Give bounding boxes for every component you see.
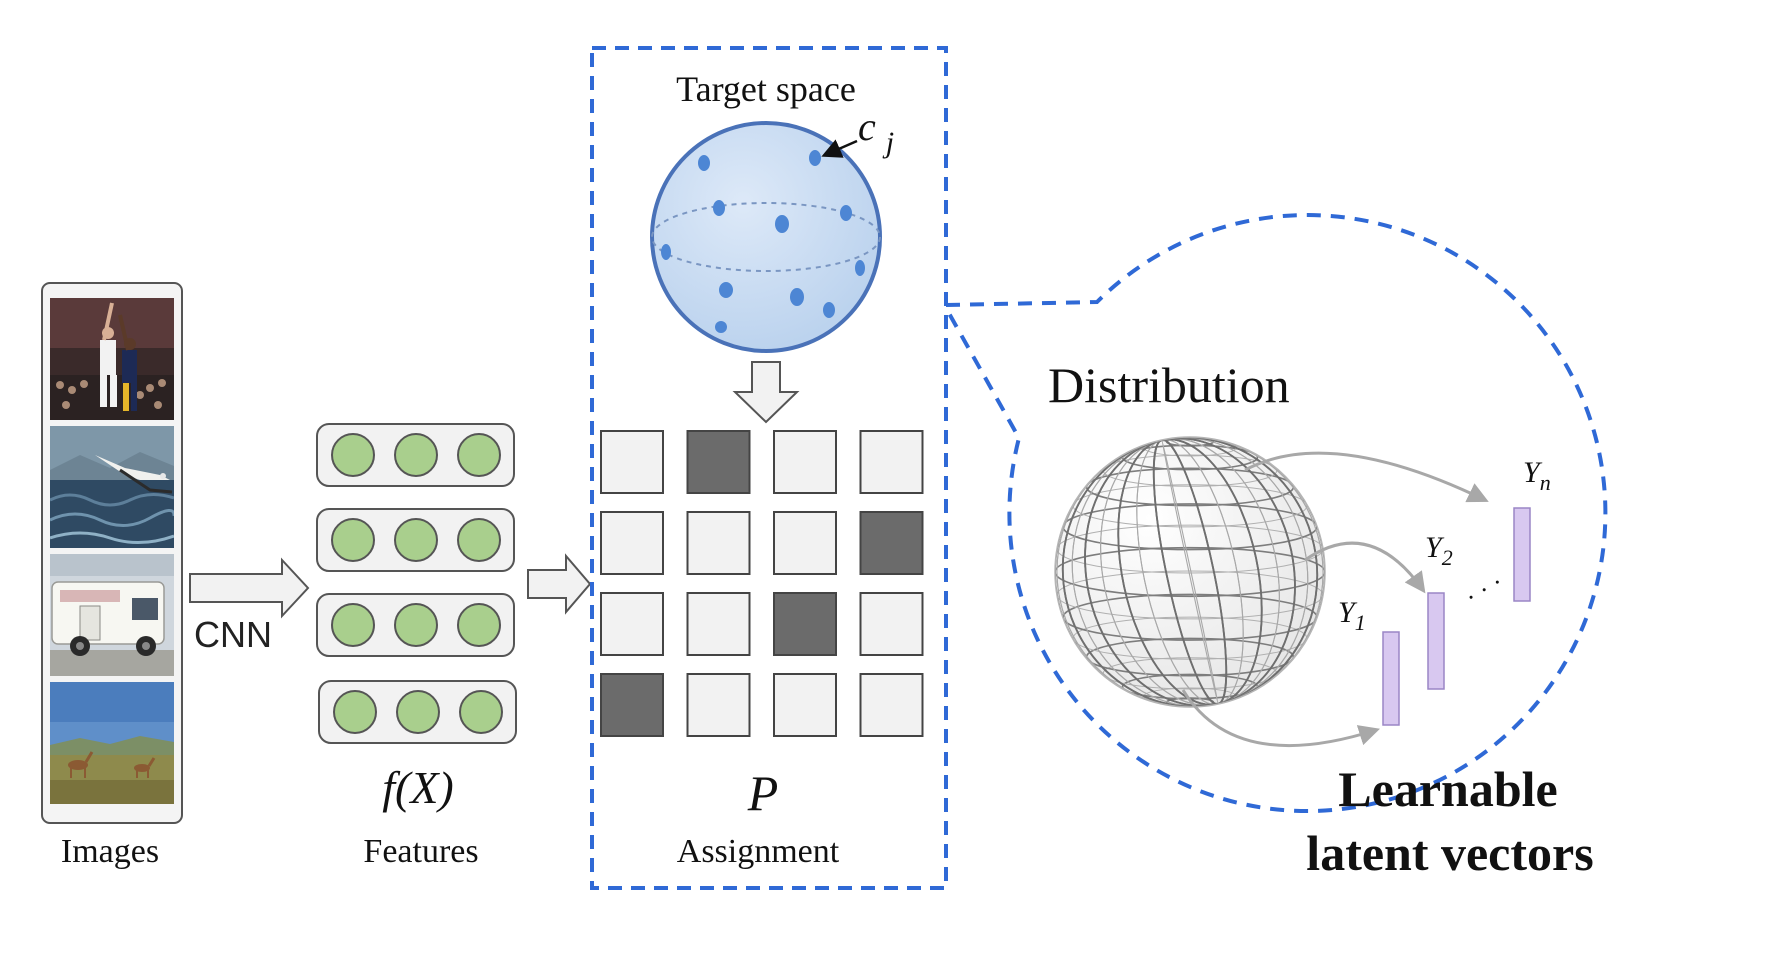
globe-latitude-line [1055, 546, 1325, 598]
wireframe-globe [1054, 436, 1326, 708]
matrix-cell-assigned [859, 511, 924, 575]
feature-node [331, 603, 375, 647]
thumbnail-camper-van [50, 554, 174, 676]
arrow-to-y2 [1304, 541, 1426, 594]
sphere-to-matrix-arrow [732, 361, 800, 424]
matrix-cell-empty [859, 673, 924, 737]
target-space-label: Target space [676, 69, 856, 109]
matrix-cell-assigned [773, 592, 837, 656]
target-sphere [650, 121, 882, 353]
distribution-title: Distribution [1048, 357, 1290, 413]
vector-y1-bar [1382, 631, 1400, 726]
cnn-arrow: CNN [189, 557, 310, 655]
matrix-cell-empty [686, 511, 751, 575]
feature-node [394, 433, 438, 477]
features-panel: f(X) Features [316, 423, 517, 870]
cnn-label: CNN [194, 614, 272, 655]
vector-yn-label: Yn [1523, 456, 1551, 495]
matrix-cell-empty [859, 430, 924, 494]
thumbnail-basketball [50, 298, 174, 420]
thumbnail-deer [50, 682, 174, 804]
assignment-panel: Target space c j [590, 46, 948, 890]
matrix-cell-empty [600, 592, 664, 656]
matrix-cell-assigned [600, 673, 664, 737]
centroid-annotation: c j [821, 104, 894, 159]
matrix-cell-empty [686, 592, 751, 656]
feature-node [394, 603, 438, 647]
matrix-cell-assigned [686, 430, 751, 494]
centroid-subscript: j [882, 126, 894, 159]
matrix-cell-empty [773, 511, 837, 575]
vector-yn-bar [1513, 507, 1531, 602]
feature-node [459, 690, 503, 734]
matrix-cell-empty [773, 430, 837, 494]
caption-line-2: latent vectors [1306, 825, 1593, 881]
feature-node [331, 518, 375, 562]
vector-y2-label: Y2 [1425, 531, 1453, 570]
feature-row [316, 508, 515, 572]
vector-ellipsis: · · · [1460, 568, 1508, 613]
latent-vectors: Y1 Y2 Yn · · · [1338, 456, 1551, 726]
assignment-dashed-border [590, 46, 948, 890]
feature-node [457, 433, 501, 477]
feature-node [394, 518, 438, 562]
feature-node [396, 690, 440, 734]
features-math-label: f(X) [382, 762, 454, 813]
feature-row [316, 423, 515, 487]
assignment-matrix [600, 430, 924, 737]
features-to-assignment-arrow [527, 553, 592, 615]
feature-node [331, 433, 375, 477]
vector-y1-label: Y1 [1338, 596, 1366, 635]
cnn-arrow-shape [189, 557, 310, 619]
centroid-label: c j [858, 104, 894, 159]
arrow-to-yn [1244, 451, 1489, 503]
matrix-cell-empty [600, 511, 664, 575]
feature-node [333, 690, 377, 734]
matrix-cell-empty [773, 673, 837, 737]
images-panel: Images [41, 282, 183, 870]
assignment-label: Assignment [677, 833, 840, 870]
centroid-symbol: c [858, 104, 876, 149]
arrow-to-y1 [1181, 689, 1381, 747]
thumbnail-albatross [50, 426, 174, 548]
matrix-cell-empty [686, 673, 751, 737]
feature-row [316, 593, 515, 657]
feature-row [318, 680, 517, 744]
distribution-panel: Distribution Y1 Y2 Yn [944, 213, 1608, 881]
matrix-cell-empty [859, 592, 924, 656]
caption-line-1: Learnable [1338, 761, 1557, 817]
distribution-dashed-callout [944, 213, 1608, 814]
feature-node [457, 603, 501, 647]
vector-y2-bar [1427, 592, 1445, 690]
centroid-points [661, 150, 865, 333]
features-label: Features [363, 833, 478, 870]
images-label: Images [61, 833, 159, 870]
matrix-label: P [747, 765, 779, 821]
feature-node [457, 518, 501, 562]
matrix-cell-empty [600, 430, 664, 494]
globe-to-vector-arrows [1181, 451, 1489, 747]
